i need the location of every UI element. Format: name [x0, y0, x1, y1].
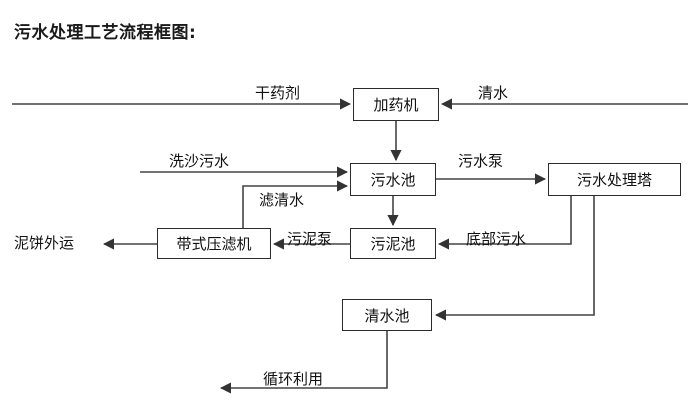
node-label: 污水池 — [370, 171, 416, 189]
label-dry-chemical: 干药剂 — [255, 84, 301, 102]
label-sludge-pump: 污泥泵 — [287, 230, 333, 248]
edge-filtered-water-to-wastewater-pool — [242, 180, 349, 228]
label-sewage-pump: 污水泵 — [458, 152, 504, 170]
node-label: 带式压滤机 — [176, 235, 252, 253]
label-recycle-reuse: 循环利用 — [263, 370, 324, 388]
node-wastewater-pool[interactable]: 污水池 — [350, 163, 436, 196]
edge-tower-to-sludge-pool — [437, 196, 572, 250]
node-label: 污泥池 — [370, 235, 416, 253]
node-clean-water-pool[interactable]: 清水池 — [342, 299, 432, 331]
label-filtered-water: 滤清水 — [259, 191, 305, 209]
edge-tower-to-clean-water-pool — [434, 196, 595, 321]
node-belt-filter-press[interactable]: 带式压滤机 — [157, 228, 271, 259]
node-sludge-pool[interactable]: 污泥池 — [350, 228, 436, 259]
page-title: 污水处理工艺流程框图: — [14, 23, 197, 43]
label-bottom-sewage: 底部污水 — [466, 230, 527, 248]
node-treatment-tower[interactable]: 污水处理塔 — [548, 163, 681, 196]
node-label: 污水处理塔 — [576, 171, 652, 189]
node-label: 加药机 — [373, 96, 419, 114]
label-mud-cake-transport: 泥饼外运 — [14, 234, 75, 252]
label-sand-wash-sewage: 洗沙污水 — [169, 152, 230, 170]
node-dosing-machine[interactable]: 加药机 — [353, 88, 439, 121]
edge-clean-water-pool-to-recycle — [219, 331, 388, 394]
label-clean-water-input: 清水 — [478, 84, 509, 102]
node-label: 清水池 — [364, 306, 410, 325]
